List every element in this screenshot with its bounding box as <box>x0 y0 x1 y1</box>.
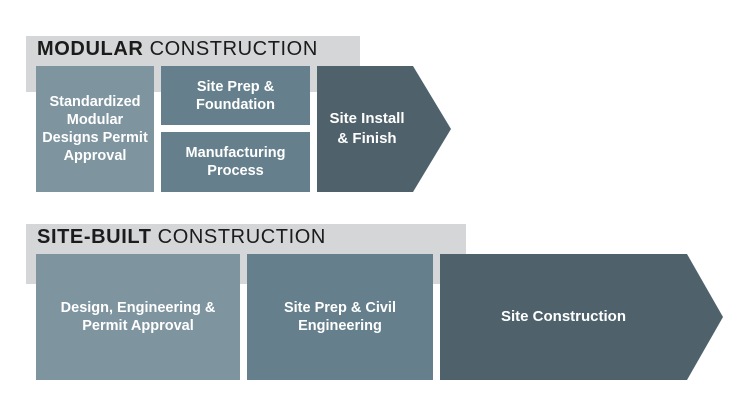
site-built-title-bold: SITE-BUILT <box>37 226 152 248</box>
modular-title-rest: CONSTRUCTION <box>143 38 318 60</box>
site-built-step-construction-arrow: Site Construction <box>440 254 723 380</box>
modular-arrow-shape <box>317 66 451 192</box>
site-built-title-rest: CONSTRUCTION <box>151 226 326 248</box>
modular-step-manufacturing-label: Manufacturing Process <box>185 145 286 179</box>
modular-step-standardized-designs: Standardized Modular Designs Permit Appr… <box>36 66 154 192</box>
modular-title-bold: MODULAR <box>37 38 144 60</box>
modular-step-install-arrow: Site Install & Finish <box>317 66 451 192</box>
site-built-step-site-prep-label: Site Prep & Civil Engineering <box>283 300 396 334</box>
modular-step-site-prep-label: Site Prep & Foundation <box>196 78 275 113</box>
modular-step-manufacturing: Manufacturing Process <box>161 132 310 192</box>
site-built-step-construction-label: Site Construction <box>500 308 626 325</box>
site-built-step-design: Design, Engineering & Permit Approval <box>36 254 240 380</box>
modular-step-site-prep: Site Prep & Foundation <box>161 66 310 125</box>
modular-step-install-label: Site Install & Finish <box>329 110 405 147</box>
site-built-arrow-shape <box>440 254 723 380</box>
modular-step-standardized-label: Standardized Modular Designs Permit Appr… <box>42 94 148 164</box>
site-built-step-design-label: Design, Engineering & Permit Approval <box>60 300 216 334</box>
site-built-step-site-prep: Site Prep & Civil Engineering <box>247 254 433 380</box>
